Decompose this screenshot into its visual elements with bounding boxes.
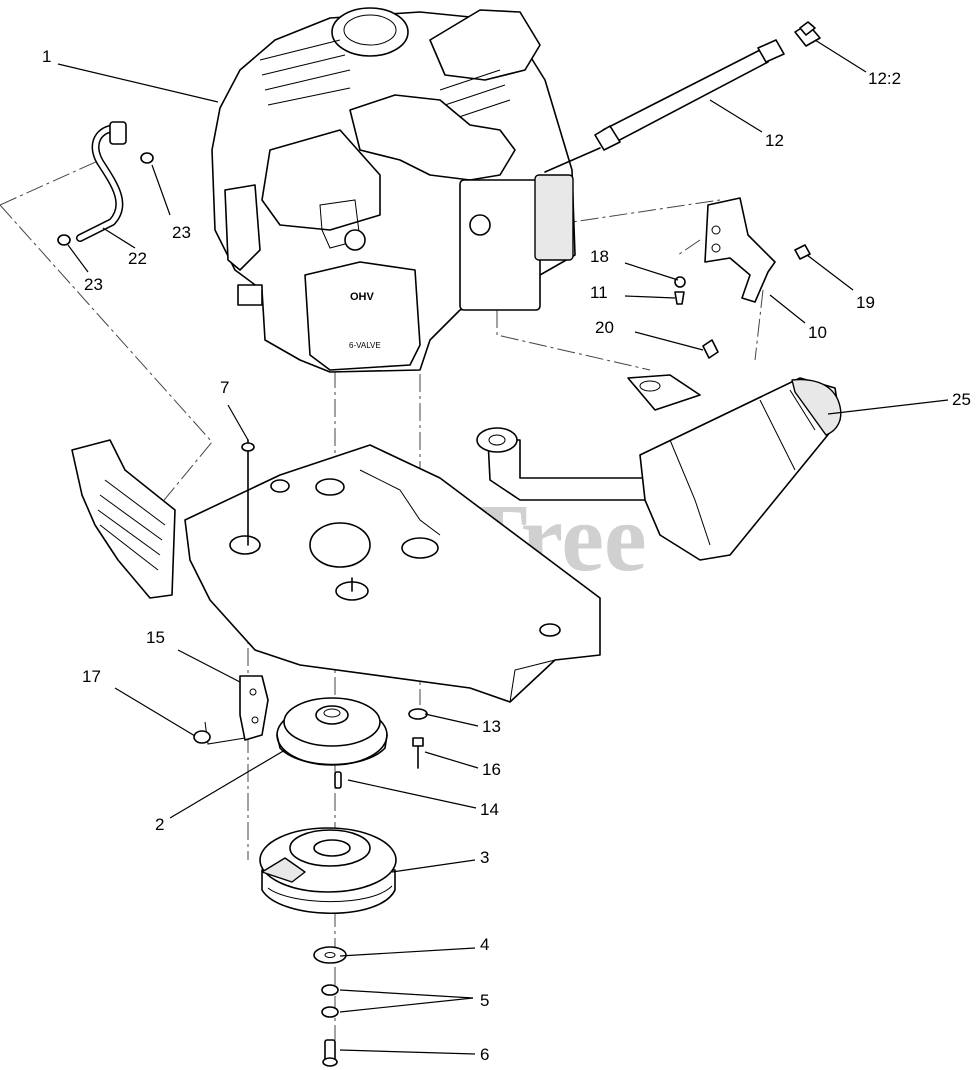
leader-line-c6 [339,1049,476,1055]
leader-line-c3 [391,859,476,873]
engine-mount-plate [184,439,601,703]
shaft-key [334,771,342,789]
callout-c16[interactable]: 16 [482,760,501,779]
leader-line-c7 [227,404,249,441]
callout-c4[interactable]: 4 [480,935,489,954]
callout-c25[interactable]: 25 [952,390,971,409]
callout-c5[interactable]: 5 [480,991,489,1010]
leader-line-c4 [339,947,476,957]
callout-c14[interactable]: 14 [480,800,499,819]
leader-line-c18 [624,262,679,281]
callout-c10[interactable]: 10 [808,323,827,342]
leader-line-c22 [102,227,136,249]
leader-line-c19 [806,254,854,291]
callout-c3[interactable]: 3 [480,848,489,867]
callout-c22[interactable]: 22 [128,249,147,268]
leader-line-c5 [339,989,474,999]
clutch-bolt [322,1039,338,1067]
callout-c1[interactable]: 1 [42,47,51,66]
leader-line-c5b [339,997,474,1013]
clutch-bracket [193,675,269,745]
exhaust-bracket [674,197,811,359]
leader-line-c13 [424,713,479,727]
callout-c2[interactable]: 2 [155,815,164,834]
callout-c7[interactable]: 7 [220,378,229,397]
callout-c12-2[interactable]: 12:2 [868,69,901,88]
fuel-hose [544,39,785,173]
fuel-fitting [794,21,821,47]
leader-line-c11 [624,295,676,299]
lock-washers [321,984,339,1018]
callout-c23b[interactable]: 23 [84,275,103,294]
leader-line-c2 [169,749,286,819]
muffler [476,374,842,561]
callout-labels: 1 12:2 12 23 22 23 18 11 19 10 20 25 7 15 17 13 16 2 14 3 4 5… [42,39,971,1064]
leader-line-c12-2 [814,39,867,73]
svg-text:6-VALVE: 6-VALVE [349,341,381,350]
leader-line-c23a [151,164,171,216]
svg-text:OHV: OHV [350,291,375,303]
callout-c17[interactable]: 17 [82,667,101,686]
callout-c12[interactable]: 12 [765,131,784,150]
leader-line-c25 [827,399,949,415]
callout-c13[interactable]: 13 [482,717,501,736]
callout-c6[interactable]: 6 [480,1045,489,1064]
mount-washer-bolt [408,708,428,769]
leader-line-c10 [769,294,806,324]
heat-shield [71,439,176,599]
leader-line-c15 [177,649,241,683]
leader-line-c14 [347,779,477,809]
callout-c19[interactable]: 19 [856,293,875,312]
leader-line-c12 [709,99,763,133]
callout-c11[interactable]: 11 [590,283,608,302]
engine-assembly: OHV 6-VALVE [211,7,576,373]
callout-c15[interactable]: 15 [146,628,165,647]
leader-line-c17 [114,687,196,737]
leader-line-c23b [67,244,89,273]
clutch-washer [313,946,347,964]
callout-c23a[interactable]: 23 [172,223,191,242]
callout-c20[interactable]: 20 [595,318,614,337]
leader-line-c1 [57,63,219,103]
leader-line-c20 [634,331,704,351]
pto-pulley [276,697,388,766]
leader-line-c16 [424,751,479,769]
electric-pto-clutch [259,827,397,915]
breather-hose [57,121,154,246]
callout-c18[interactable]: 18 [590,247,609,266]
